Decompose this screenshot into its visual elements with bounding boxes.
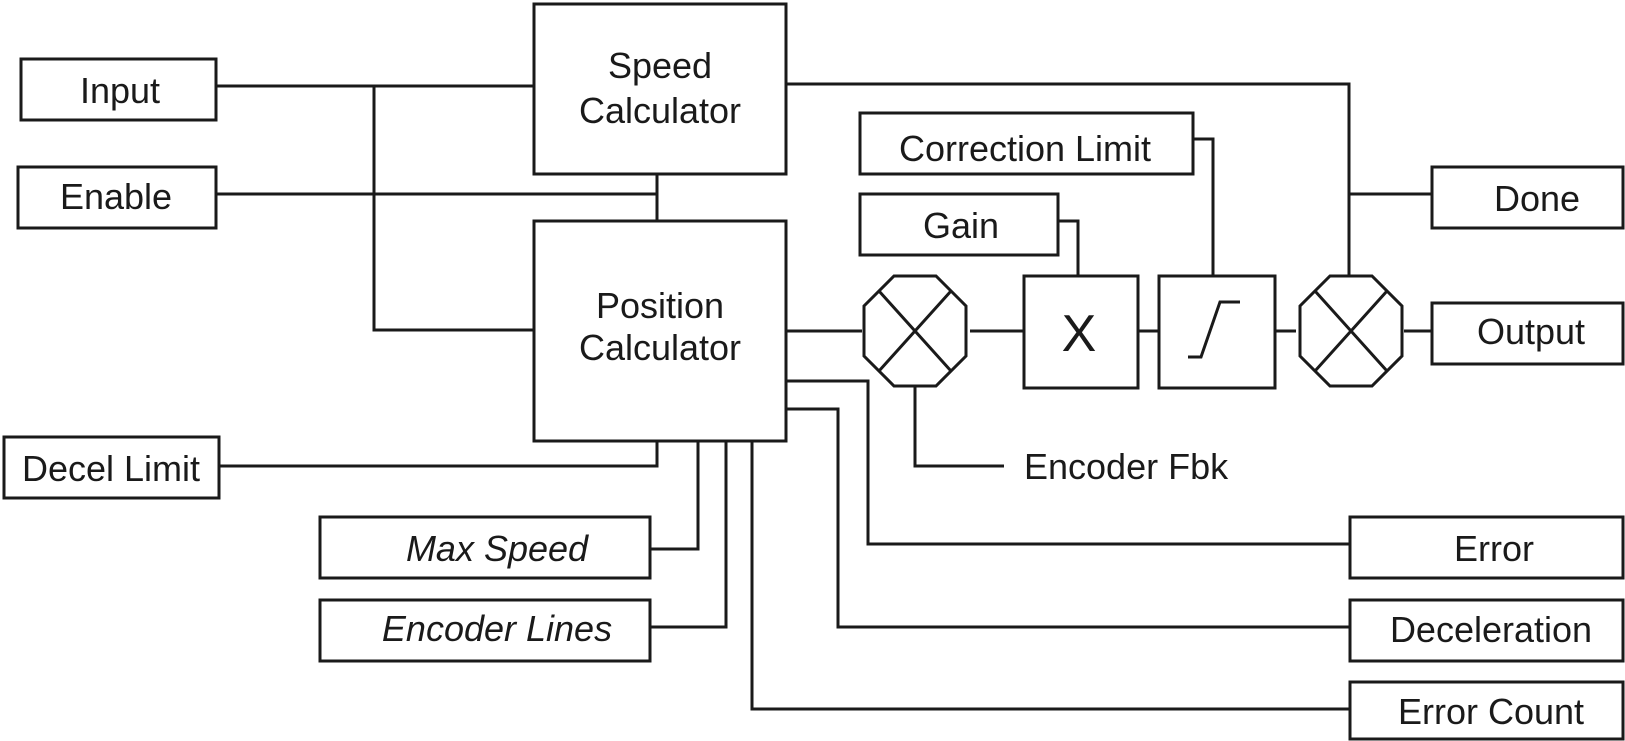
wire-encoder-fbk: [913, 380, 1004, 468]
enable-block: Enable: [16, 165, 218, 230]
gain-box: [858, 192, 1060, 257]
summing-junction-2: [1298, 274, 1404, 388]
wire-input-position: [372, 86, 534, 332]
correction-limit-label: Correction Limit: [899, 128, 1151, 169]
wire-max-speed: [645, 441, 700, 551]
limiter-box: [1157, 274, 1277, 390]
error-count-label: Error Count: [1398, 691, 1584, 732]
done-box: [1430, 165, 1625, 230]
speed-calculator-label-line1: Speed: [608, 45, 712, 86]
decel-limit-label: Decel Limit: [22, 448, 200, 489]
speed-calculator-block: Speed Calculator: [532, 2, 788, 176]
wire-correction-limit: [1194, 137, 1215, 276]
error-block: Error: [1348, 515, 1625, 580]
wire-error: [786, 379, 1350, 546]
done-label: Done: [1494, 178, 1580, 219]
max-speed-block: Max Speed: [318, 515, 652, 580]
output-label: Output: [1477, 311, 1585, 352]
error-label: Error: [1454, 528, 1534, 569]
max-speed-box: [318, 515, 652, 580]
gain-block: Gain: [858, 192, 1060, 257]
input-block: Input: [19, 57, 218, 122]
position-calculator-label-line2: Calculator: [579, 327, 741, 368]
position-calculator-block: Position Calculator: [532, 219, 788, 443]
gain-label: Gain: [923, 205, 999, 246]
correction-limit-box: [858, 111, 1195, 176]
deceleration-block: Deceleration: [1348, 598, 1625, 663]
multiplier-symbol: X: [1062, 305, 1097, 363]
limiter-block: [1157, 274, 1277, 390]
encoder-lines-box: [318, 598, 652, 663]
saturation-curve-icon: [1188, 300, 1240, 359]
correction-limit-block: Correction Limit: [858, 111, 1195, 176]
input-box: [19, 57, 218, 122]
speed-calculator-box: [532, 2, 788, 176]
max-speed-label: Max Speed: [406, 528, 589, 569]
done-block: Done: [1430, 165, 1625, 230]
deceleration-label: Deceleration: [1390, 609, 1592, 650]
encoder-lines-label: Encoder Lines: [382, 608, 612, 649]
wire-deceleration: [786, 407, 1350, 629]
input-label: Input: [80, 70, 160, 111]
wire-encoder-lines: [650, 441, 728, 629]
error-box: [1348, 515, 1625, 580]
multiplier-block: X: [1022, 274, 1140, 390]
encoder-fbk-label: Encoder Fbk: [1024, 446, 1229, 487]
decel-limit-block: Decel Limit: [2, 435, 221, 500]
wire-decel-limit: [218, 441, 659, 468]
output-box: [1430, 301, 1625, 366]
error-count-block: Error Count: [1348, 680, 1625, 741]
error-count-box: [1348, 680, 1625, 741]
deceleration-box: [1348, 598, 1625, 663]
position-calculator-box: [532, 219, 788, 443]
wire-speed-out: [786, 82, 1351, 276]
summing-junction-2-cross-b: [1313, 289, 1389, 373]
connection-wires: [213, 82, 1432, 711]
multiplier-box: [1022, 274, 1140, 390]
wire-error-count: [750, 441, 1350, 711]
wire-gain: [1058, 219, 1080, 276]
enable-box: [16, 165, 218, 230]
decel-limit-box: [2, 435, 221, 500]
enable-label: Enable: [60, 176, 172, 217]
summing-junction-1-cross-b: [877, 289, 953, 373]
position-calculator-label-line1: Position: [596, 285, 724, 326]
summing-junction-1: [862, 274, 968, 388]
speed-calculator-label-line2: Calculator: [579, 90, 741, 131]
encoder-lines-block: Encoder Lines: [318, 598, 652, 663]
output-block: Output: [1430, 301, 1625, 366]
